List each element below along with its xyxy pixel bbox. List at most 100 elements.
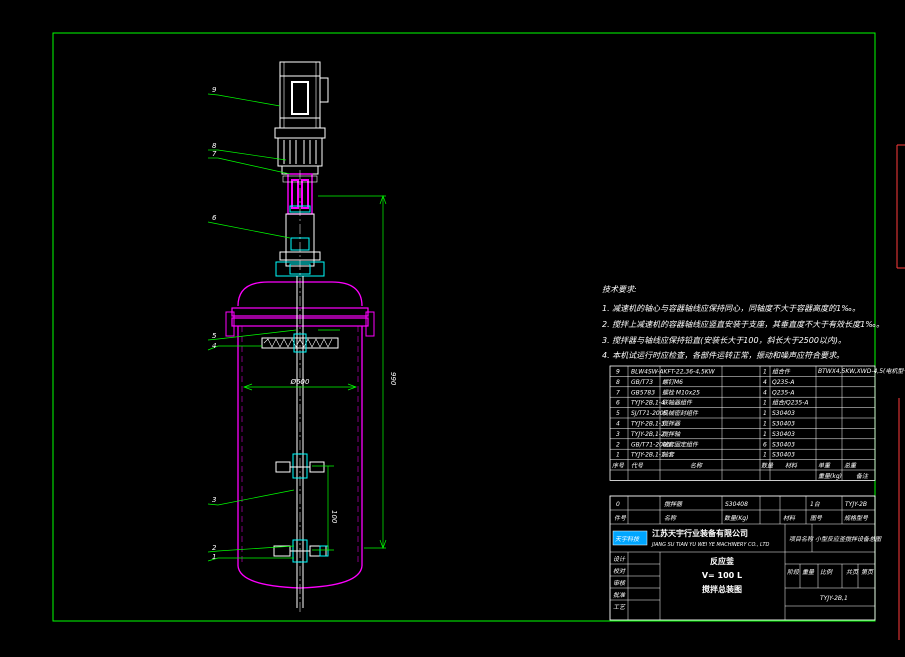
part-code: TYJY-2B,1-3 [631,421,665,428]
part-no: 4 [616,421,620,428]
sign-row-label: 校对 [613,567,626,575]
leader-label: 9 [212,86,217,94]
part-no: 3 [616,431,620,438]
motor [279,61,329,129]
leader-label: 7 [212,150,217,158]
part-qty: 4 [763,379,767,386]
leader-line [217,223,291,239]
leader-underline [207,221,219,225]
part-qty: 4 [763,389,767,396]
part-name: 螺栓 M10x25 [662,388,700,396]
part-code: TYJY-2B,1-4 [631,400,665,407]
meta-label: 重量 [802,569,815,576]
part-material: Q235-A [772,379,794,386]
part-no: 5 [616,410,620,417]
leader-line [217,157,291,175]
summary-no: 0 [616,501,620,508]
parts-footer-mat: 材料 [785,462,798,470]
summary-h6: 规格型号 [844,514,869,522]
leader-label: 1 [212,553,216,561]
notes-title: 技术要求: [602,285,637,294]
reducer [274,127,326,175]
part-code: GB/T73 [631,379,653,386]
leader-line [217,489,295,506]
part-qty: 1 [763,452,767,459]
parts-footer-remark: 备注 [856,472,869,480]
leader-label: 2 [212,544,217,552]
summary-drawing: TYJY-2B [845,501,867,508]
sign-row-label: 设计 [613,555,626,563]
leader-underline [207,345,219,351]
summary-h4: 材料 [783,514,796,522]
part-name: 联轴器组件 [662,399,693,407]
part-material: S30403 [772,441,795,448]
project-label: 项目名称 [789,535,814,543]
part-qty: 1 [763,431,767,438]
summary-h2: 名称 [664,514,677,522]
company-logo [612,530,648,546]
summary-h3: 数量(Kg) [724,514,748,522]
parts-footer-code: 代号 [631,463,644,470]
parts-footer-qty: 数量 [761,462,774,470]
note-line: 4. 本机试运行时应检查，各部件运转正常，振动和噪声应符合要求。 [602,351,844,360]
part-material: S30403 [772,452,795,459]
part-material: Q235-A [772,389,794,396]
part-name: 轴套固定组件 [662,440,699,448]
parts-footer-total: 总重 [844,462,857,470]
parts-footer-no: 序号 [612,462,625,470]
leader-underline [207,503,219,506]
agitator-shaft [296,170,304,612]
part-name: 机械密封组件 [662,409,699,417]
summary-h5: 图号 [810,515,823,522]
summary-name: 搅拌器 [664,500,683,508]
part-no: 6 [616,400,620,407]
dimension-gap: 100 [330,510,338,524]
leader-underline [207,550,219,553]
sign-row-label: 工艺 [613,603,626,611]
leader-line [217,329,297,340]
leader-line [217,545,295,552]
leader-line [217,94,281,107]
leader-label: 4 [212,342,216,350]
part-qty: 6 [763,441,767,448]
part-qty: 1 [763,410,767,417]
leader-label: 5 [212,332,217,340]
note-line: 3. 搅拌器与轴线应保持铅直(安装长大于100，斜长大于2500以内)。 [602,336,846,345]
company-name-en: JIANG SU TIAN YU WEI YE MACHINERY CO., L… [651,542,770,548]
company-logo-text: 天宇科技 [615,535,640,543]
company-name: 江苏天宇行业装备有限公司 [652,528,748,538]
part-no: 8 [616,379,620,386]
drawing-title-2: V= 100 L [702,571,742,580]
note-line: 2. 搅拌上减速机的容器轴线应竖直安装于支座，其垂直度不大于有效长度1‰。 [602,320,884,329]
part-code: GB5783 [631,389,655,396]
part-name: 搅拌器 [662,420,681,428]
dimension-height: 990 [389,372,397,386]
summary-material: S30408 [725,501,748,508]
part-material: 组合/Q235-A [772,399,808,407]
note-line: 1. 减速机的轴心与容器轴线应保持同心，同轴度不大于容器高度的1‰。 [602,304,860,313]
part-code: BLW4SW-AKFT-22,36-4,5KW [631,369,716,376]
leader-label: 3 [212,496,216,504]
part-name: 螺钉M6 [662,378,683,386]
part-no: 9 [616,369,620,376]
sign-row-label: 批准 [613,591,626,599]
leader-underline [207,93,219,96]
summary-qty: 1台 [810,500,821,508]
part-qty: 1 [763,400,767,407]
leader-underline [207,557,219,562]
part-no: 2 [616,441,620,448]
meta-label: 比例 [820,568,833,576]
leader-line [217,149,287,161]
drawing-number: TYJY-2B,1 [820,595,848,602]
part-code: TYJY-2B,1-2 [631,431,665,438]
parts-footer-unit: 单重 [818,462,831,470]
part-no: 1 [616,452,620,459]
meta-label: 共页 [846,569,859,576]
drawing-title-3: 搅拌总装图 [702,584,742,594]
sign-row-label: 审核 [613,579,626,587]
part-code: TYJY-2B,1-1 [631,452,665,459]
parts-footer-name: 名称 [690,462,703,470]
part-no: 7 [616,389,620,396]
